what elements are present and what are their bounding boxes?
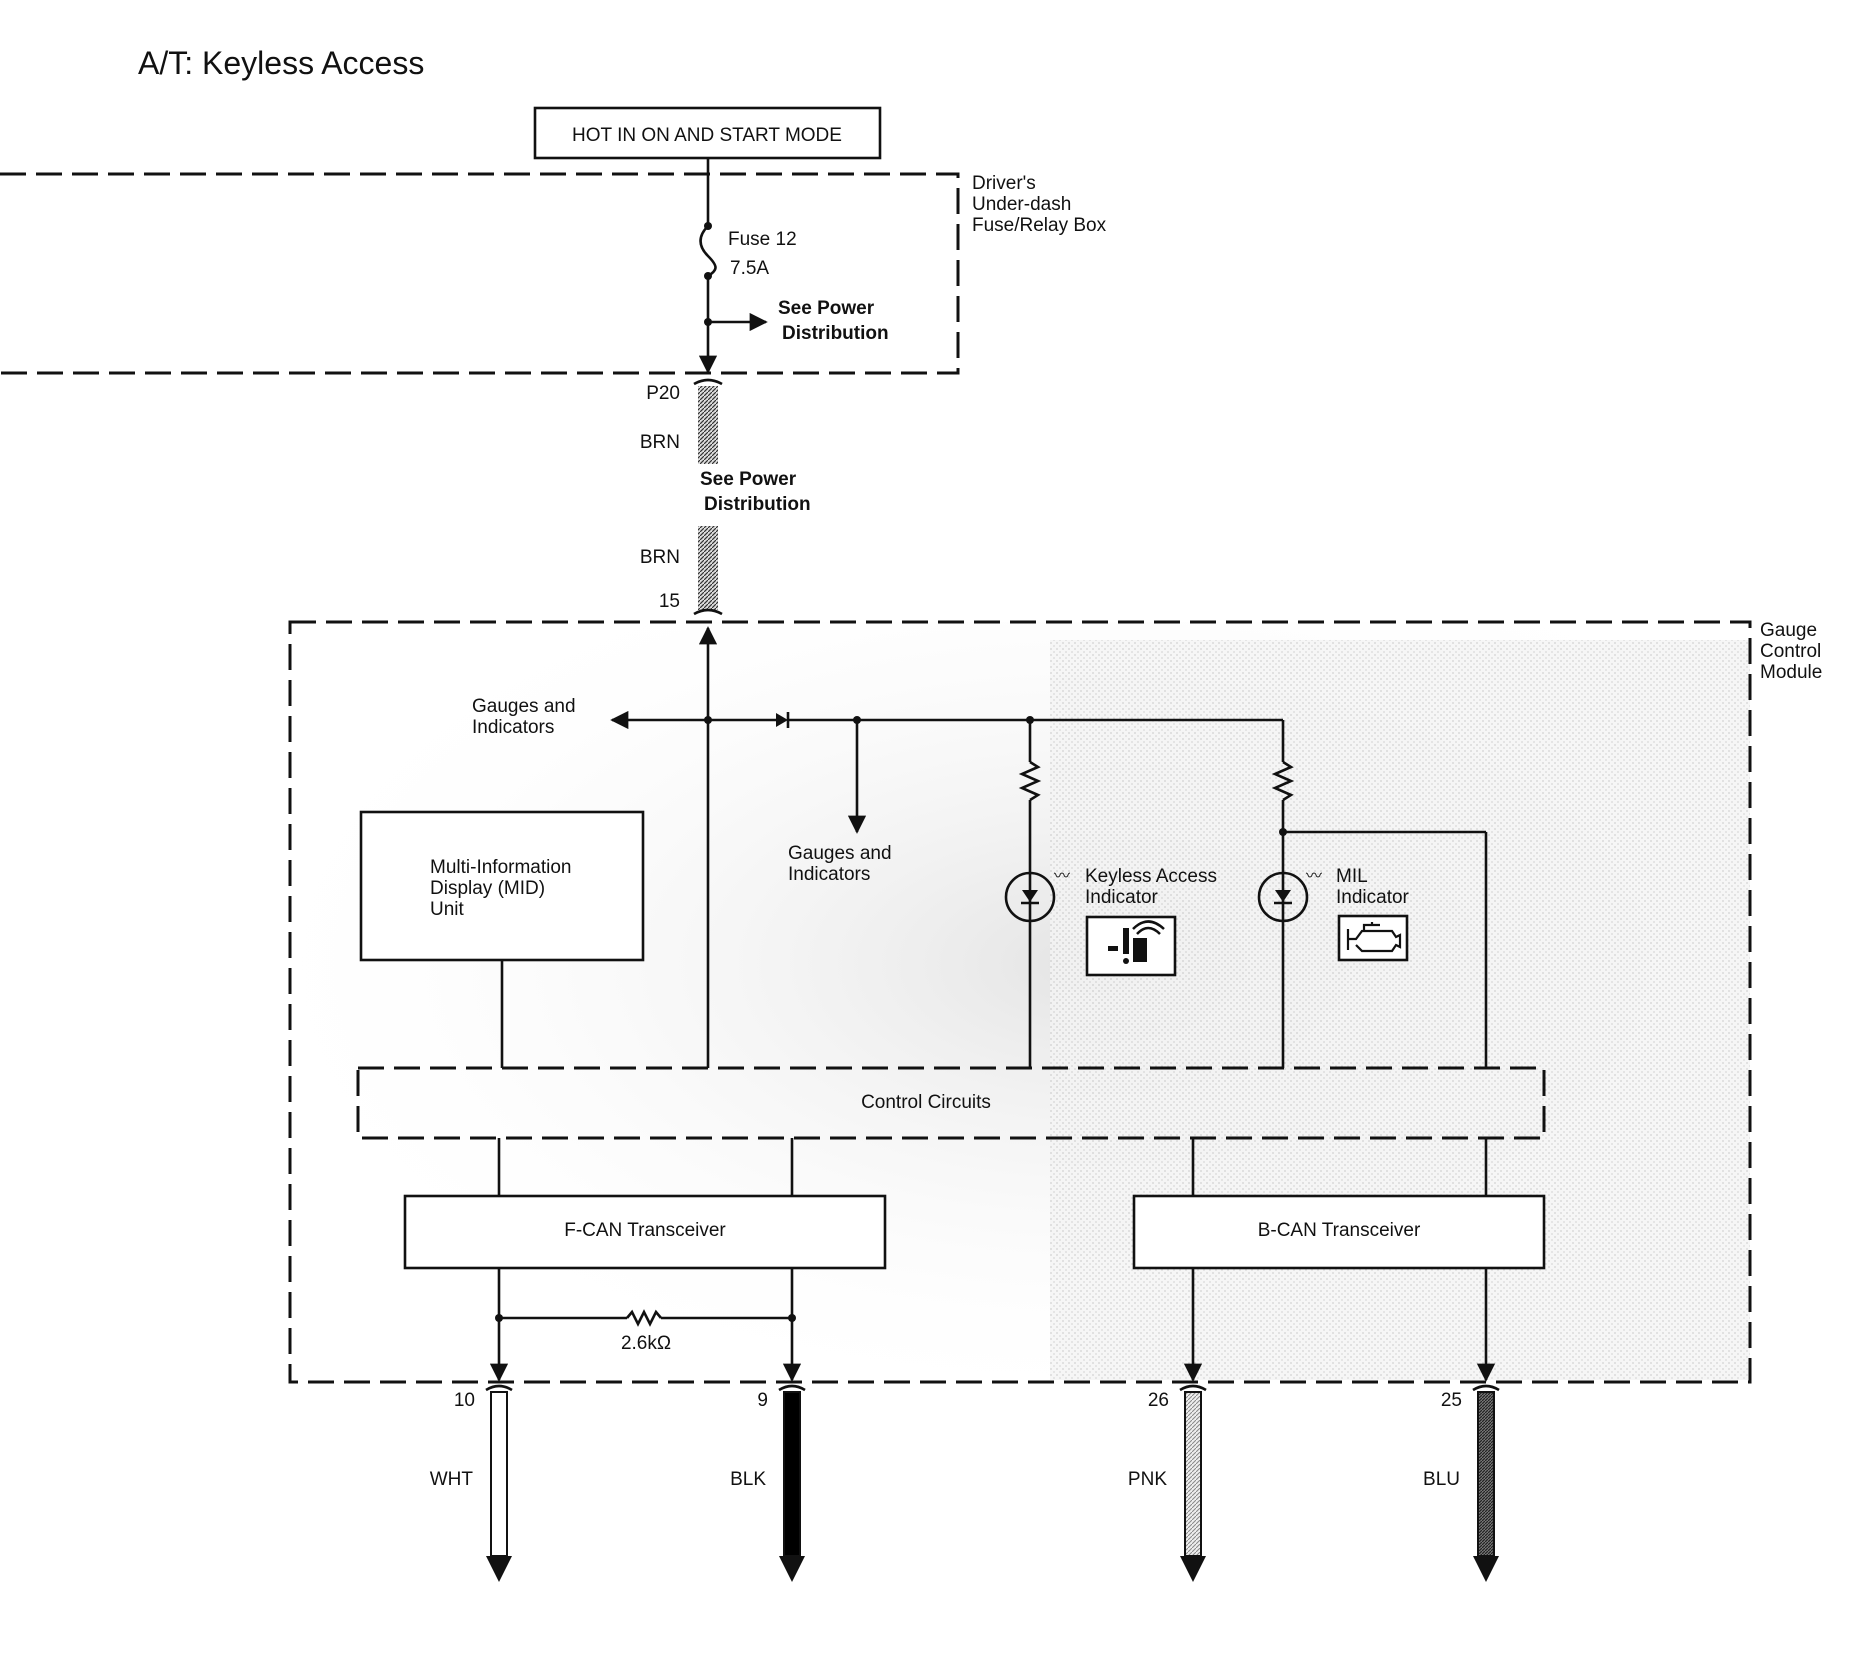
fuse-relay-box: Driver's Under-dash Fuse/Relay Box Fuse … — [0, 158, 1107, 375]
arrow-down-icon — [1473, 1556, 1499, 1582]
bcan-label: B-CAN Transceiver — [1258, 1220, 1421, 1241]
module-outline — [288, 620, 1752, 1384]
gauges-mid-2: Indicators — [788, 864, 870, 885]
fcan-label: F-CAN Transceiver — [564, 1220, 726, 1241]
see-power-1[interactable]: See Power — [778, 298, 875, 319]
connector-15 — [693, 608, 723, 616]
fuse-box-name-3: Fuse/Relay Box — [972, 215, 1107, 236]
fuse-rating: 7.5A — [730, 258, 769, 279]
keyless-label-2: Indicator — [1085, 887, 1159, 908]
connector-p20 — [693, 378, 723, 386]
see-power-2[interactable]: Distribution — [782, 323, 889, 344]
wire-body — [783, 1391, 801, 1557]
harness-see-power-1[interactable]: See Power — [700, 469, 797, 490]
fuse-symbol — [699, 225, 717, 278]
control-circuits-box — [356, 1066, 1546, 1140]
keyless-access-warning-icon — [1085, 915, 1177, 977]
fcan-transceiver — [403, 1194, 887, 1270]
gauges-mid-1: Gauges and — [788, 843, 892, 864]
wire-brn-top — [698, 386, 718, 464]
mid-unit-2: Display (MID) — [430, 878, 545, 899]
module-name-3: Module — [1760, 662, 1822, 683]
connector-p20-label: P20 — [646, 383, 680, 404]
diode — [776, 713, 788, 727]
mid-unit-3: Unit — [430, 899, 465, 920]
diagram-title: A/T: Keyless Access — [138, 45, 424, 81]
pin-number: 25 — [1441, 1390, 1462, 1411]
arrow-down-icon — [779, 1556, 805, 1582]
gauge-control-module: Gauge Control Module Gauges and Indicato… — [288, 620, 1822, 1384]
fuse-box-outline — [0, 172, 960, 375]
connector-pin-26 — [1179, 1384, 1207, 1392]
fuse-box-name-1: Driver's — [972, 173, 1036, 194]
bcan-transceiver — [1132, 1194, 1546, 1270]
power-source-label: HOT IN ON AND START MODE — [572, 125, 842, 146]
wire-body — [490, 1391, 508, 1557]
wire-color-label: WHT — [430, 1469, 474, 1490]
keyless-label-1: Keyless Access — [1085, 866, 1217, 887]
power-source: HOT IN ON AND START MODE — [533, 106, 882, 160]
harness-see-power-2[interactable]: Distribution — [704, 494, 811, 515]
pin-number: 10 — [454, 1390, 475, 1411]
connector-pin-9 — [778, 1384, 806, 1392]
mil-label-2: Indicator — [1336, 887, 1410, 908]
wire-body — [1184, 1391, 1202, 1557]
keyless-resistor — [1018, 760, 1042, 802]
connector-pin-10 — [485, 1384, 513, 1392]
module-name-2: Control — [1760, 641, 1821, 662]
fuse-name: Fuse 12 — [728, 229, 797, 250]
wire-color-top: BRN — [640, 432, 680, 453]
keyless-led — [1004, 871, 1056, 923]
wire-color-label: BLU — [1423, 1469, 1460, 1490]
module-name-1: Gauge — [1760, 620, 1817, 641]
connector-pin-25 — [1472, 1384, 1500, 1392]
wire-color-label: PNK — [1128, 1469, 1167, 1490]
connector-15-label: 15 — [659, 591, 680, 612]
wire-brn-bottom — [698, 526, 718, 610]
check-engine-icon — [1337, 914, 1409, 962]
termination-resistor — [626, 1309, 662, 1327]
mil-resistor — [1271, 760, 1295, 802]
gauges-left-2: Indicators — [472, 717, 554, 738]
arrow-down-icon — [1180, 1556, 1206, 1582]
mid-unit-1: Multi-Information — [430, 857, 572, 878]
gauges-left-1: Gauges and — [472, 696, 576, 717]
resistor-value: 2.6kΩ — [621, 1333, 671, 1354]
wire-color-label: BLK — [730, 1469, 766, 1490]
control-circuits-label: Control Circuits — [861, 1092, 991, 1113]
arrow-down-icon — [486, 1556, 512, 1582]
wire-color-bottom: BRN — [640, 547, 680, 568]
fuse-box-name-2: Under-dash — [972, 194, 1071, 215]
harness-brn: P20 BRN See Power Distribution BRN 15 — [640, 378, 811, 616]
mil-led — [1257, 871, 1309, 923]
light-emit-icon: 〰 — [1054, 868, 1070, 885]
light-emit-icon: 〰 — [1306, 868, 1322, 885]
pin-number: 26 — [1148, 1390, 1169, 1411]
wire-body — [1477, 1391, 1495, 1557]
mil-label-1: MIL — [1336, 866, 1368, 887]
mid-unit-box — [359, 810, 645, 962]
pin-number: 9 — [757, 1390, 768, 1411]
